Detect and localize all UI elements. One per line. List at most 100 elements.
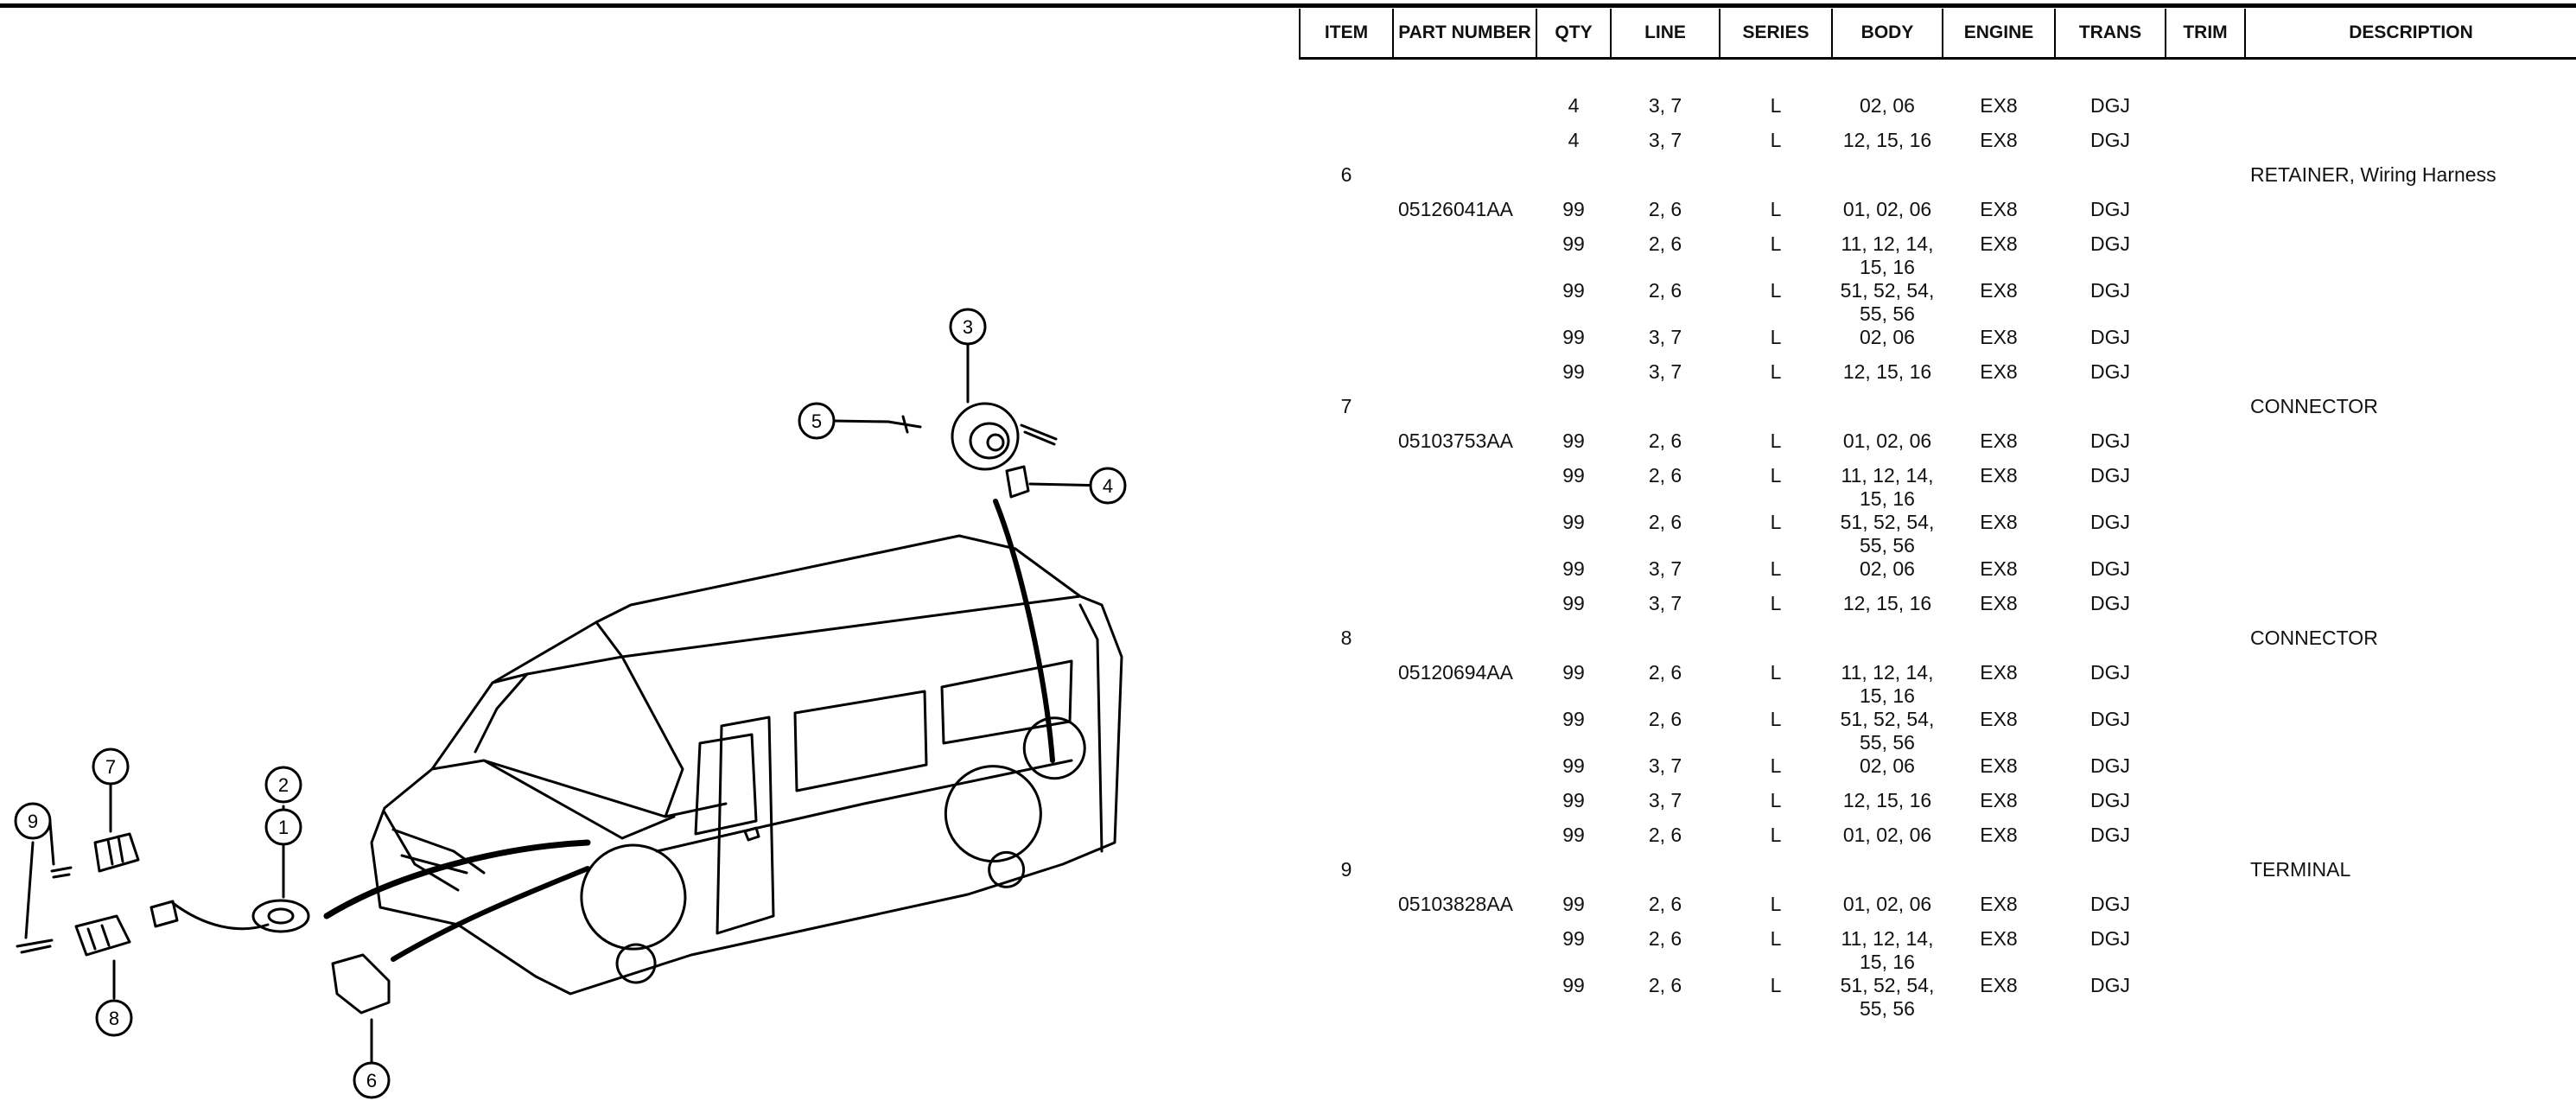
cell-trim — [2166, 198, 2245, 232]
cell-body: 11, 12, 14, 15, 16 — [1841, 661, 1934, 707]
cell-trim — [2166, 974, 2245, 1021]
cell-series: L — [1770, 464, 1782, 487]
cell-trans: DGJ — [2090, 974, 2130, 996]
cell-engine: EX8 — [1980, 464, 2018, 487]
cell-item — [1300, 754, 1393, 789]
cell-engine: EX8 — [1980, 824, 2018, 846]
callout-label: 8 — [109, 1008, 119, 1029]
cell-item — [1300, 557, 1393, 592]
cell-part-number — [1393, 464, 1536, 511]
cell-line: 3, 7 — [1648, 789, 1682, 811]
cell-body: 01, 02, 06 — [1842, 198, 1932, 220]
cell-series: L — [1770, 708, 1782, 730]
callout-label: 1 — [278, 817, 289, 838]
cell-trim — [2166, 163, 2245, 198]
cell-trans: DGJ — [2090, 893, 2130, 915]
cell-item — [1300, 592, 1393, 627]
cell-engine — [1943, 163, 2055, 198]
cell-description — [2245, 592, 2576, 627]
cell-line: 3, 7 — [1648, 754, 1682, 777]
cell-series — [1720, 858, 1832, 893]
cell-line: 2, 6 — [1648, 429, 1682, 452]
cell-description: RETAINER, Wiring Harness — [2250, 163, 2496, 186]
cell-part-number — [1393, 279, 1536, 326]
van-drawing — [370, 534, 1123, 996]
cell-trans: DGJ — [2090, 661, 2130, 684]
callout-7 — [92, 748, 130, 786]
cell-trim — [2166, 557, 2245, 592]
cell-part-number — [1393, 824, 1536, 858]
callout-3 — [949, 308, 987, 346]
cell-qty: 99 — [1562, 661, 1585, 684]
cell-part-number — [1393, 927, 1536, 974]
cell-series: L — [1770, 789, 1782, 811]
col-description: DESCRIPTION — [2244, 9, 2576, 60]
cell-body — [1832, 163, 1943, 198]
cell-item — [1300, 232, 1393, 279]
cell-description: CONNECTOR — [2250, 395, 2378, 417]
callout-label: 4 — [1103, 475, 1113, 497]
cell-engine: EX8 — [1980, 511, 2018, 533]
cell-qty: 99 — [1562, 429, 1585, 452]
cell-trim — [2166, 395, 2245, 429]
cell-series: L — [1770, 360, 1782, 383]
cell-series: L — [1770, 279, 1782, 302]
cell-item — [1300, 360, 1393, 395]
cell-engine: EX8 — [1980, 661, 2018, 684]
cell-engine — [1943, 395, 2055, 429]
cell-part-number — [1393, 511, 1536, 557]
cell-trans: DGJ — [2090, 824, 2130, 846]
cell-description — [2245, 464, 2576, 511]
cell-trim — [2166, 627, 2245, 661]
cell-trim — [2166, 789, 2245, 824]
cell-engine: EX8 — [1980, 592, 2018, 614]
cell-series: L — [1770, 661, 1782, 684]
cell-body: 12, 15, 16 — [1842, 129, 1932, 151]
cell-body: 11, 12, 14, 15, 16 — [1841, 464, 1934, 510]
cell-body — [1832, 627, 1943, 661]
cell-series: L — [1770, 129, 1782, 151]
callout-label: 9 — [28, 811, 38, 832]
cell-engine: EX8 — [1980, 893, 2018, 915]
cell-line: 3, 7 — [1648, 326, 1682, 348]
callout-label: 5 — [811, 410, 822, 432]
col-trans: TRANS — [2054, 9, 2166, 60]
cell-engine: EX8 — [1980, 708, 2018, 730]
cell-trim — [2166, 94, 2245, 129]
cell-trans — [2055, 163, 2166, 198]
cell-item — [1300, 789, 1393, 824]
cell-engine: EX8 — [1980, 232, 2018, 255]
cell-trim — [2166, 326, 2245, 360]
cell-part-number — [1393, 163, 1536, 198]
callout-label: 7 — [105, 756, 116, 778]
col-trim: TRIM — [2165, 9, 2246, 60]
cell-item — [1300, 511, 1393, 557]
cell-description — [2245, 198, 2576, 232]
cell-trans — [2055, 858, 2166, 893]
parts-table: ITEM PART NUMBER QTY LINE SERIES BODY EN… — [1299, 9, 2576, 1021]
cell-engine: EX8 — [1980, 789, 2018, 811]
cell-item — [1300, 326, 1393, 360]
cell-line: 2, 6 — [1648, 893, 1682, 915]
cell-trim — [2166, 708, 2245, 754]
col-body: BODY — [1831, 9, 1943, 60]
cell-part-number — [1393, 592, 1536, 627]
cell-trans — [2055, 627, 2166, 661]
cell-qty: 99 — [1562, 974, 1585, 996]
callout-1 — [264, 808, 302, 846]
cell-part-number — [1393, 360, 1536, 395]
cell-qty: 99 — [1562, 824, 1585, 846]
cell-item — [1300, 661, 1393, 708]
cell-item — [1300, 129, 1393, 163]
